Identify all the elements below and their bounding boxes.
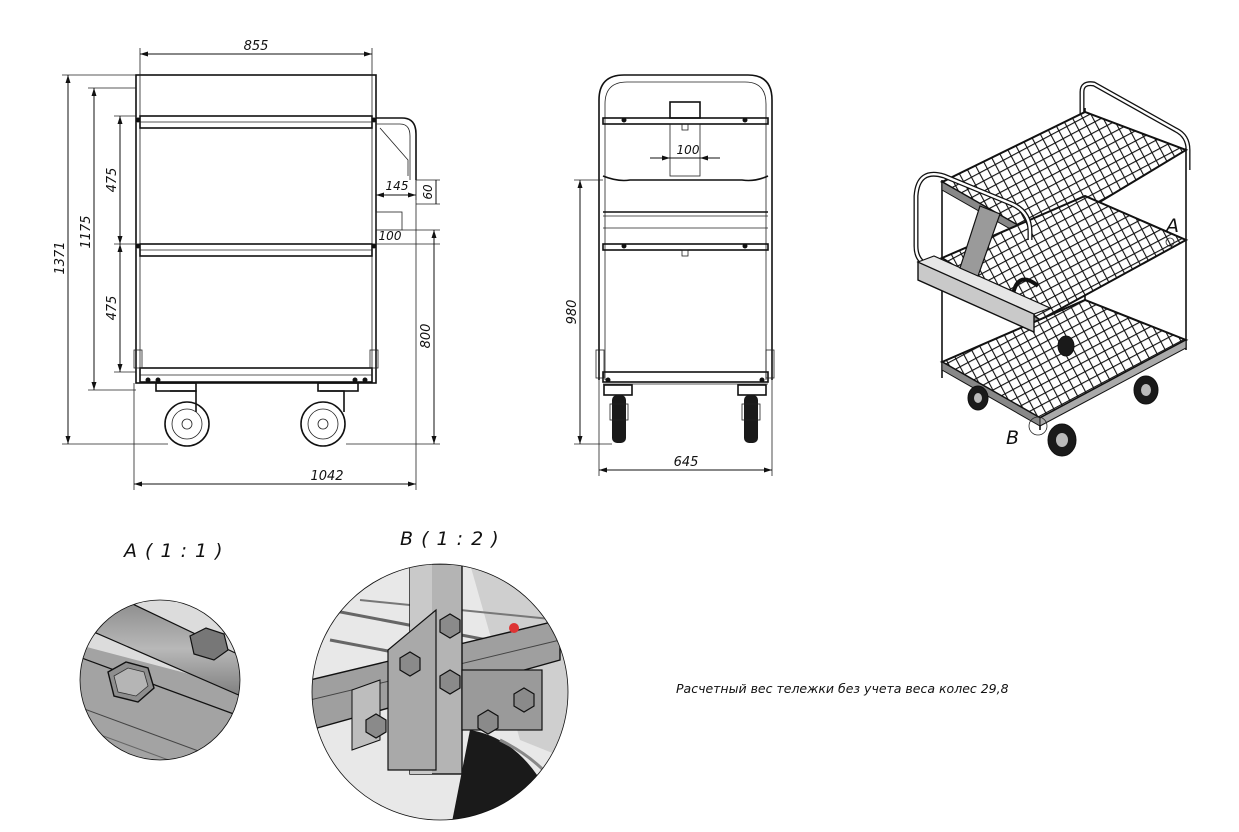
dim-shelf-gap-bottom: 475 — [105, 296, 120, 321]
weight-note: Расчетный вес тележки без учета веса кол… — [676, 681, 1009, 696]
dim-shelf-gap-top: 475 — [105, 168, 120, 193]
dim-frame-height: 1175 — [79, 215, 94, 248]
dim-handle-offset: 60 — [421, 184, 435, 200]
detail-a-title: A ( 1 : 1 ) — [122, 540, 224, 562]
dim-handle-height: 100 — [379, 229, 402, 243]
dim-handle-floor-height: 800 — [419, 324, 434, 349]
dim-top-width: 855 — [244, 39, 269, 54]
dim-overall-width: 645 — [674, 455, 699, 470]
isometric-view: A B — [913, 81, 1191, 457]
dim-front-height: 980 — [565, 300, 580, 325]
front-view: 100 980 645 — [565, 74, 775, 476]
dim-front-plate-width: 100 — [677, 143, 700, 157]
detail-b-title: B ( 1 : 2 ) — [400, 528, 500, 550]
dim-overall-length: 1042 — [310, 469, 343, 484]
callout-a: A — [1164, 215, 1180, 237]
side-view: 855 1371 1175 475 475 145 60 — [53, 39, 440, 490]
callout-b: B — [1006, 427, 1020, 449]
dim-overall-height: 1371 — [53, 241, 68, 274]
detail-a: A ( 1 : 1 ) — [79, 540, 241, 761]
detail-b: B ( 1 : 2 ) — [311, 528, 569, 821]
dim-handle-depth: 145 — [386, 179, 409, 193]
